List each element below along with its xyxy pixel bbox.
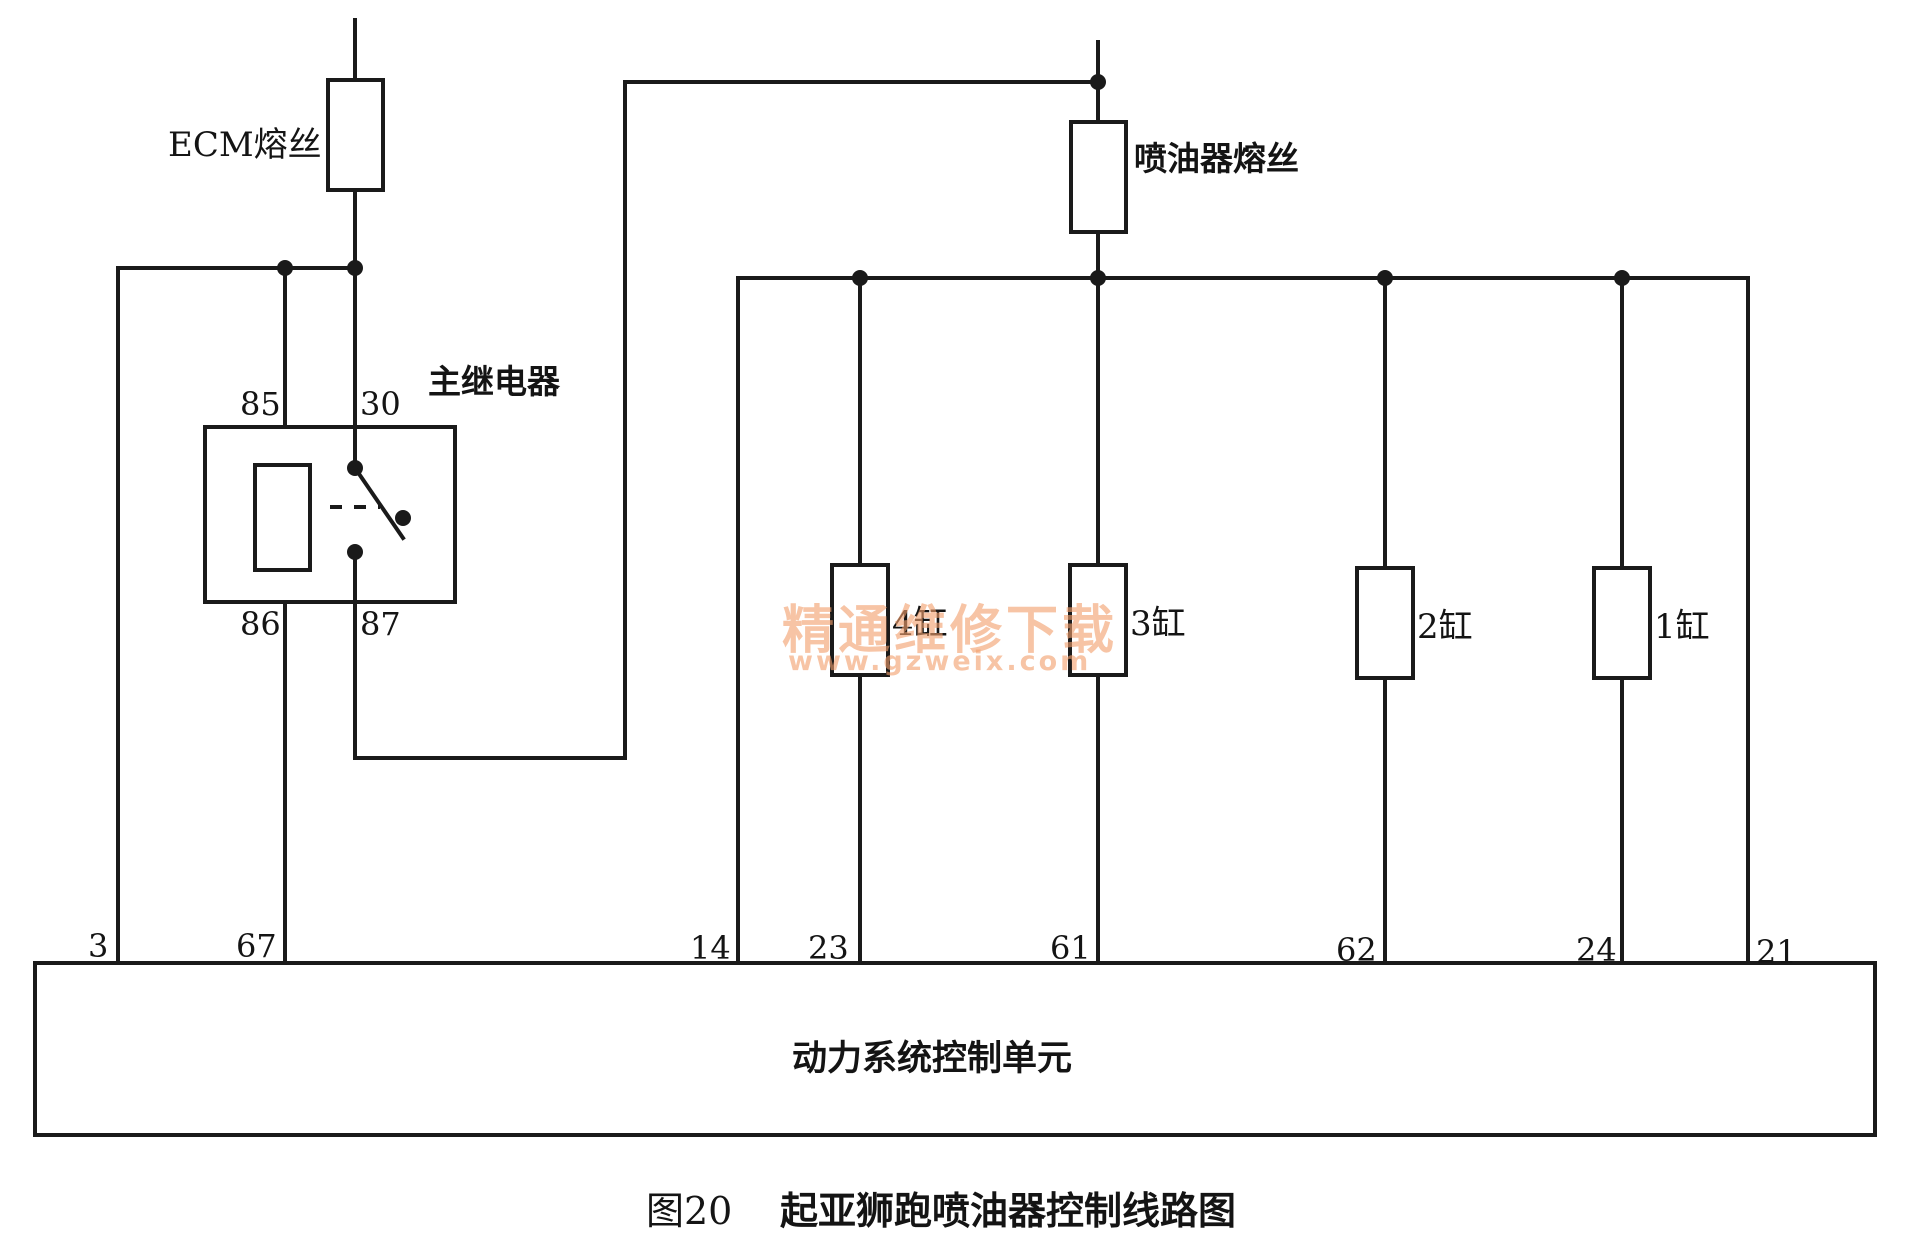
ecu-title: 动力系统控制单元	[792, 1039, 1073, 1079]
relay-switch-tip	[395, 510, 411, 526]
injector-cyl-1-label: 1缸	[1654, 607, 1710, 647]
figure-number: 图20	[646, 1189, 733, 1233]
injector-cyl-2	[1355, 566, 1415, 680]
ecu-pin-23: 23	[808, 929, 849, 967]
watermark-text: 精通维修下载	[782, 601, 1119, 661]
ecu-pin-61: 61	[1050, 929, 1091, 967]
ecu-pin-24: 24	[1576, 931, 1617, 969]
injector-fuse	[1069, 120, 1128, 234]
main-relay-box	[203, 425, 457, 604]
relay-switch-arm	[352, 465, 406, 541]
ecu-pin-3: 3	[88, 927, 109, 965]
relay-pin-30: 30	[360, 385, 401, 423]
injector-cyl-1	[1592, 566, 1652, 680]
ecu-pin-21: 21	[1756, 933, 1797, 971]
watermark-url: www.gzweix.com	[788, 646, 1092, 677]
ecu-pin-67: 67	[236, 927, 277, 965]
figure-caption: 起亚狮跑喷油器控制线路图	[780, 1189, 1237, 1233]
ecu-box	[33, 961, 1877, 1137]
injector-cyl-4-label: 4缸	[892, 604, 948, 644]
ecu-pin-62: 62	[1336, 931, 1377, 969]
ecm-fuse	[326, 78, 385, 192]
relay-pin-87: 87	[360, 605, 401, 643]
ecm-fuse-label: ECM熔丝	[168, 125, 322, 165]
relay-pin-85: 85	[240, 385, 281, 423]
ecu-pin-14: 14	[690, 929, 731, 967]
injector-cyl-2-label: 2缸	[1417, 607, 1473, 647]
relay-pin-86: 86	[240, 605, 281, 643]
main-relay-label: 主继电器	[428, 362, 560, 401]
injector-fuse-label: 喷油器熔丝	[1134, 139, 1299, 178]
injector-cyl-4	[830, 563, 890, 677]
relay-coil	[253, 463, 312, 572]
injector-cyl-3-label: 3缸	[1130, 604, 1186, 644]
